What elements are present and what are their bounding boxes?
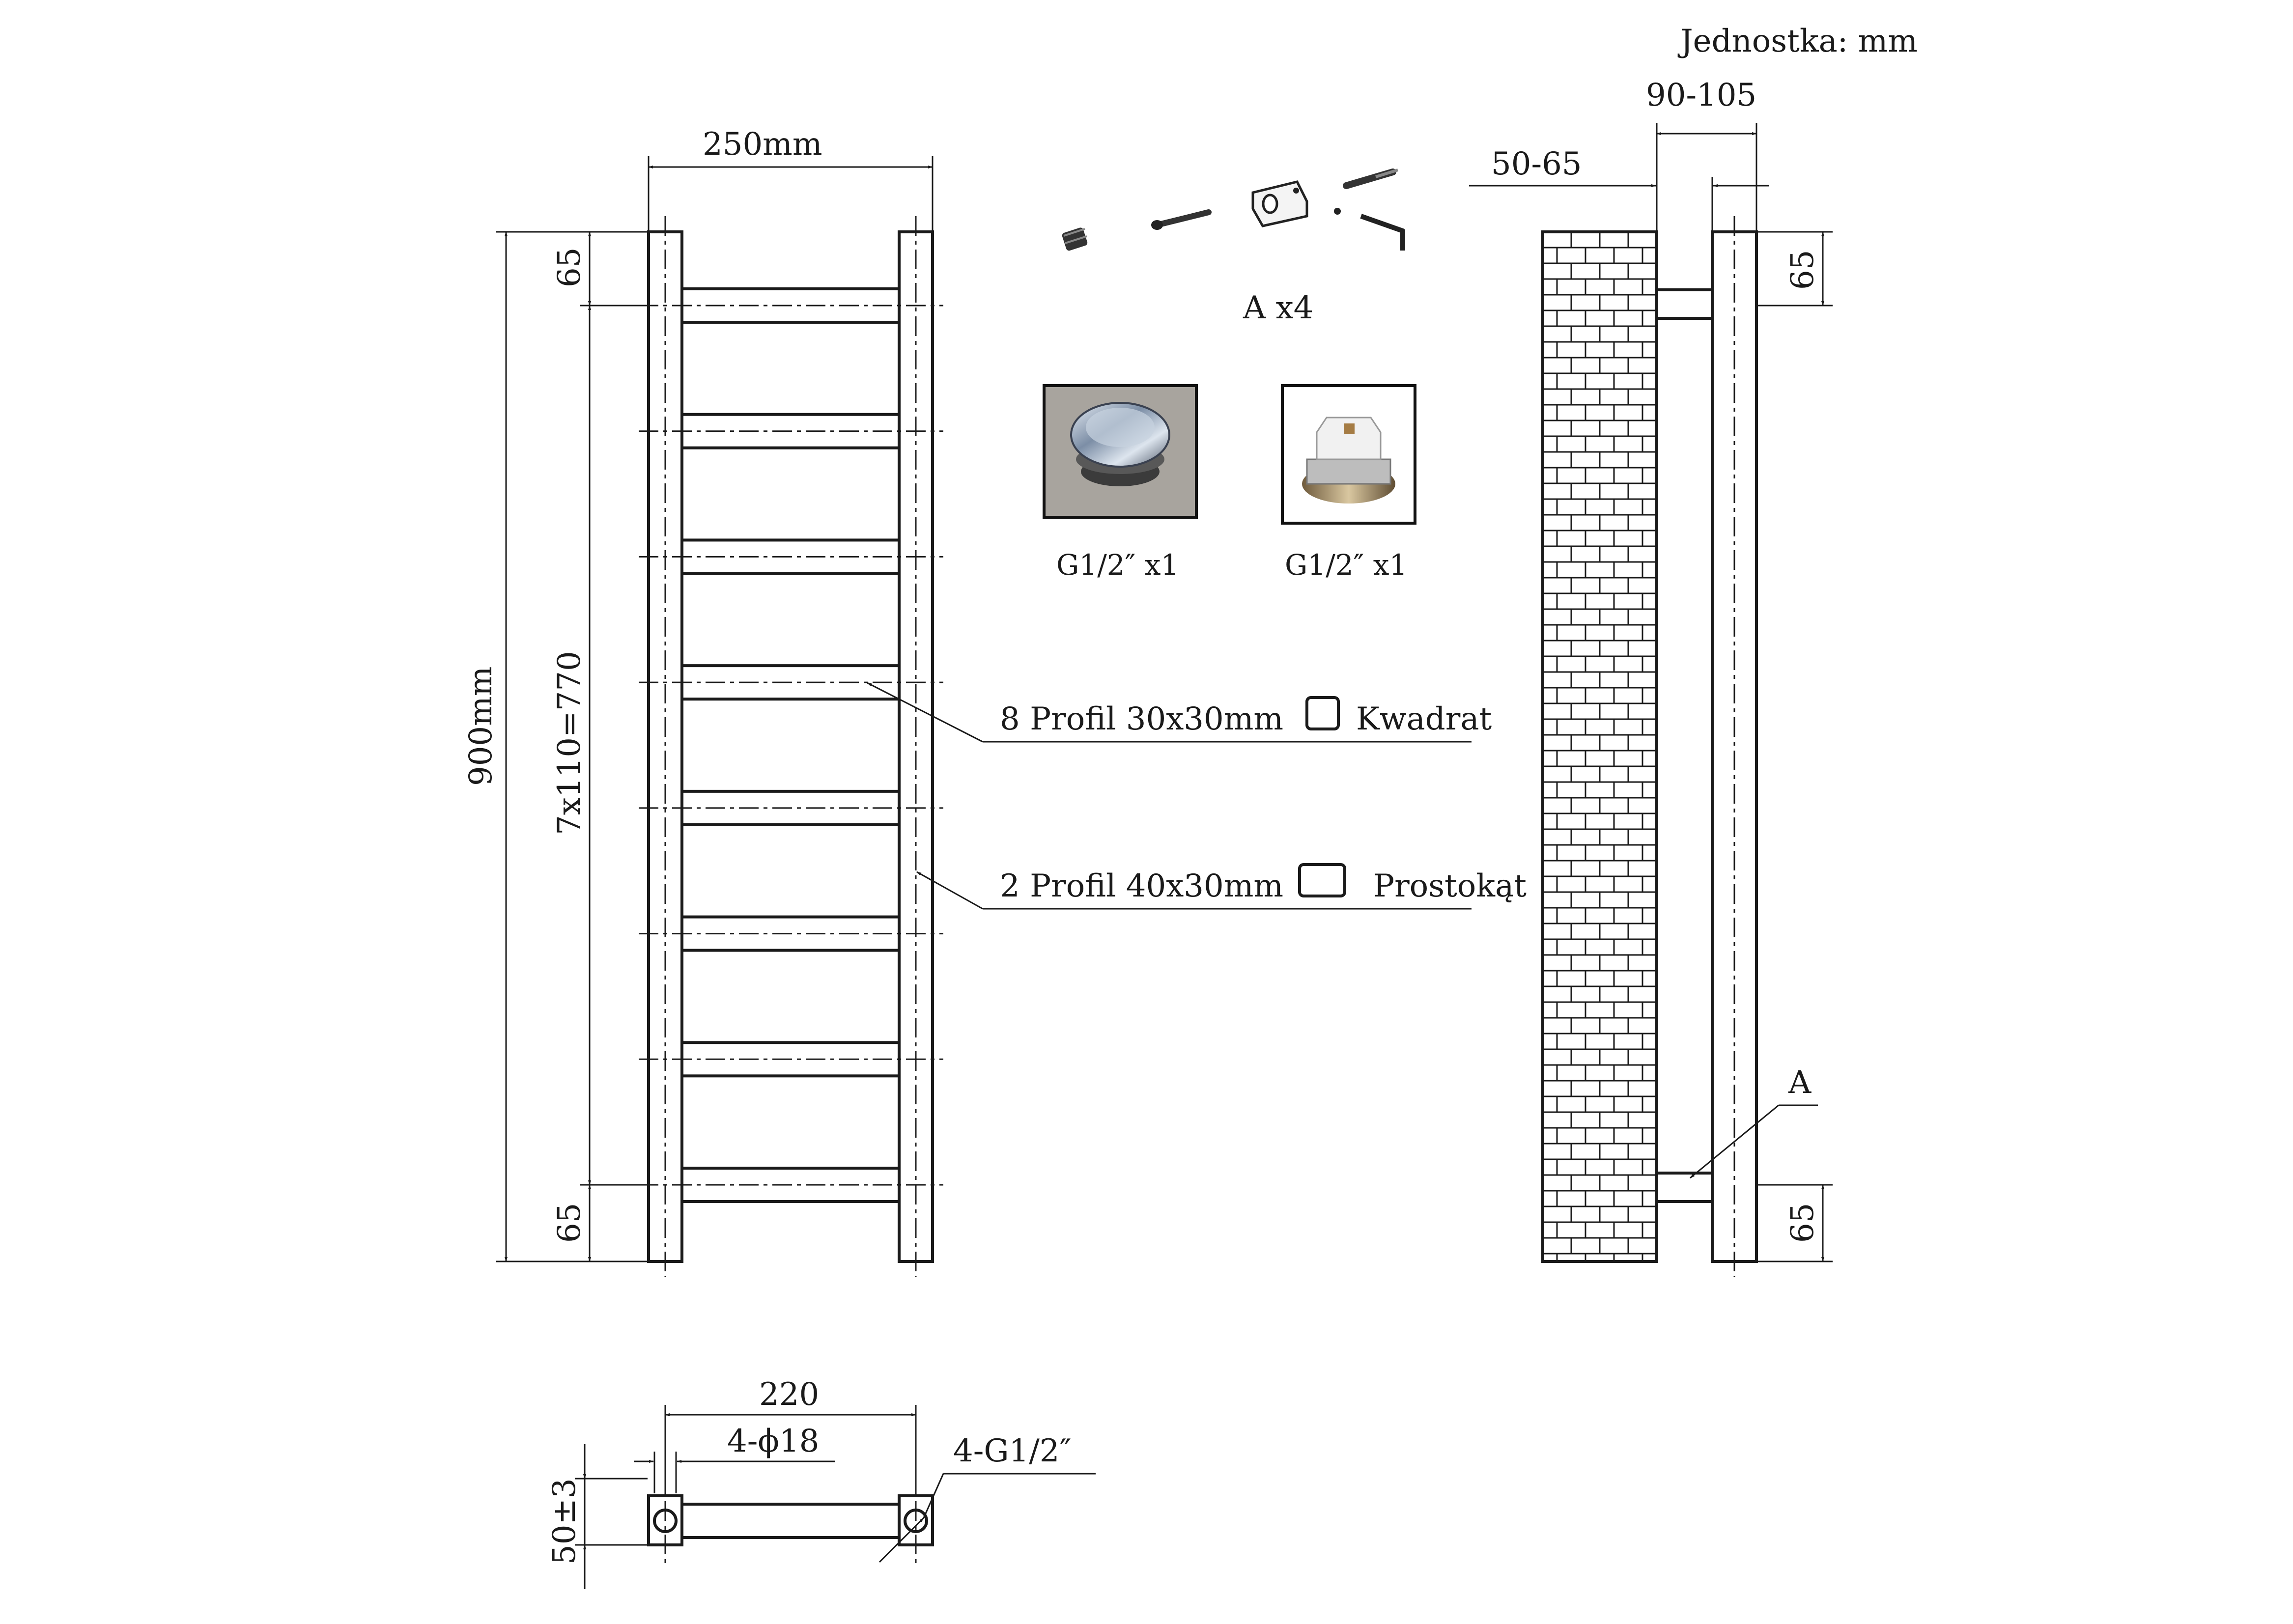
brick-pattern bbox=[1543, 231, 1657, 1261]
top-offset-label: 65 bbox=[551, 248, 588, 287]
thread-label: 4-G1/2″ bbox=[953, 1433, 1071, 1469]
bar-profile-callout: 8 Profil 30x30mm Kwadrat bbox=[867, 682, 1492, 743]
wall-gap-label: 50-65 bbox=[1491, 146, 1582, 182]
plug-photo-left: G1/2″ x1 bbox=[1043, 384, 1198, 582]
rail-depth-label: 50±3 bbox=[546, 1478, 583, 1565]
square-profile-icon bbox=[1305, 696, 1340, 730]
rail-profile-callout: 2 Profil 40x30mm Prostokąt bbox=[916, 863, 1527, 910]
bottom-view: 220 4-ϕ18 4-G1/2″ 50±3 bbox=[546, 1376, 1096, 1589]
plug-photo-right: G1/2″ x1 bbox=[1281, 384, 1416, 582]
bar-profile-shape: Kwadrat bbox=[1356, 701, 1492, 737]
pitch-label: 7x110=770 bbox=[551, 651, 588, 835]
wall-plug-icon bbox=[1062, 227, 1088, 251]
bottom-offset-label: 65 bbox=[551, 1203, 588, 1243]
allen-key-icon bbox=[1360, 214, 1405, 251]
connection-spacing-label: 220 bbox=[759, 1376, 819, 1413]
anchor-icon bbox=[1334, 168, 1398, 215]
rectangle-profile-icon bbox=[1298, 863, 1346, 897]
bar-profile-text: 8 Profil 30x30mm bbox=[1000, 701, 1283, 737]
rail-profile-text: 2 Profil 40x30mm bbox=[1000, 868, 1283, 904]
bracket-icon bbox=[1251, 180, 1308, 227]
front-view: 250mm 900mm 7x110=770 65 65 bbox=[463, 126, 943, 1277]
front-bars bbox=[639, 287, 943, 1203]
side-bottom-offset-label: 65 bbox=[1784, 1203, 1821, 1243]
screw-icon bbox=[1151, 209, 1212, 230]
top-bracket bbox=[1655, 288, 1714, 320]
plug-right-label: G1/2″ x1 bbox=[1285, 548, 1407, 582]
depth-label: 90-105 bbox=[1646, 77, 1756, 113]
side-view: 90-105 50-65 65 65 A bbox=[1469, 77, 1833, 1277]
height-label: 900mm bbox=[463, 666, 499, 786]
bottom-bar bbox=[680, 1503, 901, 1539]
holes-label: 4-ϕ18 bbox=[727, 1423, 819, 1459]
rail-profile-shape: Prostokąt bbox=[1373, 868, 1527, 904]
side-top-offset-label: 65 bbox=[1784, 250, 1821, 290]
mounting-kit: A x4 bbox=[1062, 168, 1405, 326]
plug-left-label: G1/2″ x1 bbox=[1056, 548, 1179, 582]
kit-label: A x4 bbox=[1243, 290, 1313, 326]
detail-a-label: A bbox=[1788, 1064, 1812, 1101]
unit-note: Jednostka: mm bbox=[1677, 23, 1918, 59]
width-label: 250mm bbox=[703, 126, 822, 163]
bottom-bracket bbox=[1655, 1172, 1714, 1203]
